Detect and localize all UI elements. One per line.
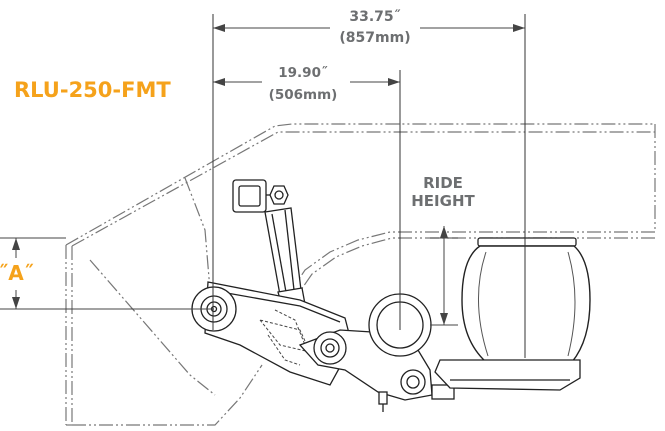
ride-height-label-line2: HEIGHT — [411, 192, 475, 210]
axle-dimension-inches: 19.90˝ — [278, 65, 328, 81]
axle-seat — [298, 293, 455, 412]
dimension-lines — [0, 14, 526, 358]
overall-dimension-inches: 33.75˝ — [349, 9, 400, 25]
axle-dimension-mm: (506mm) — [269, 87, 338, 103]
air-spring — [434, 237, 591, 391]
a-dimension-label: ˝A˝ — [0, 261, 34, 285]
frame-outline — [65, 123, 656, 426]
ride-height-label-line1: RIDE — [423, 174, 463, 192]
model-label: RLU-250-FMT — [14, 78, 171, 102]
overall-dimension-mm: (857mm) — [339, 30, 410, 46]
